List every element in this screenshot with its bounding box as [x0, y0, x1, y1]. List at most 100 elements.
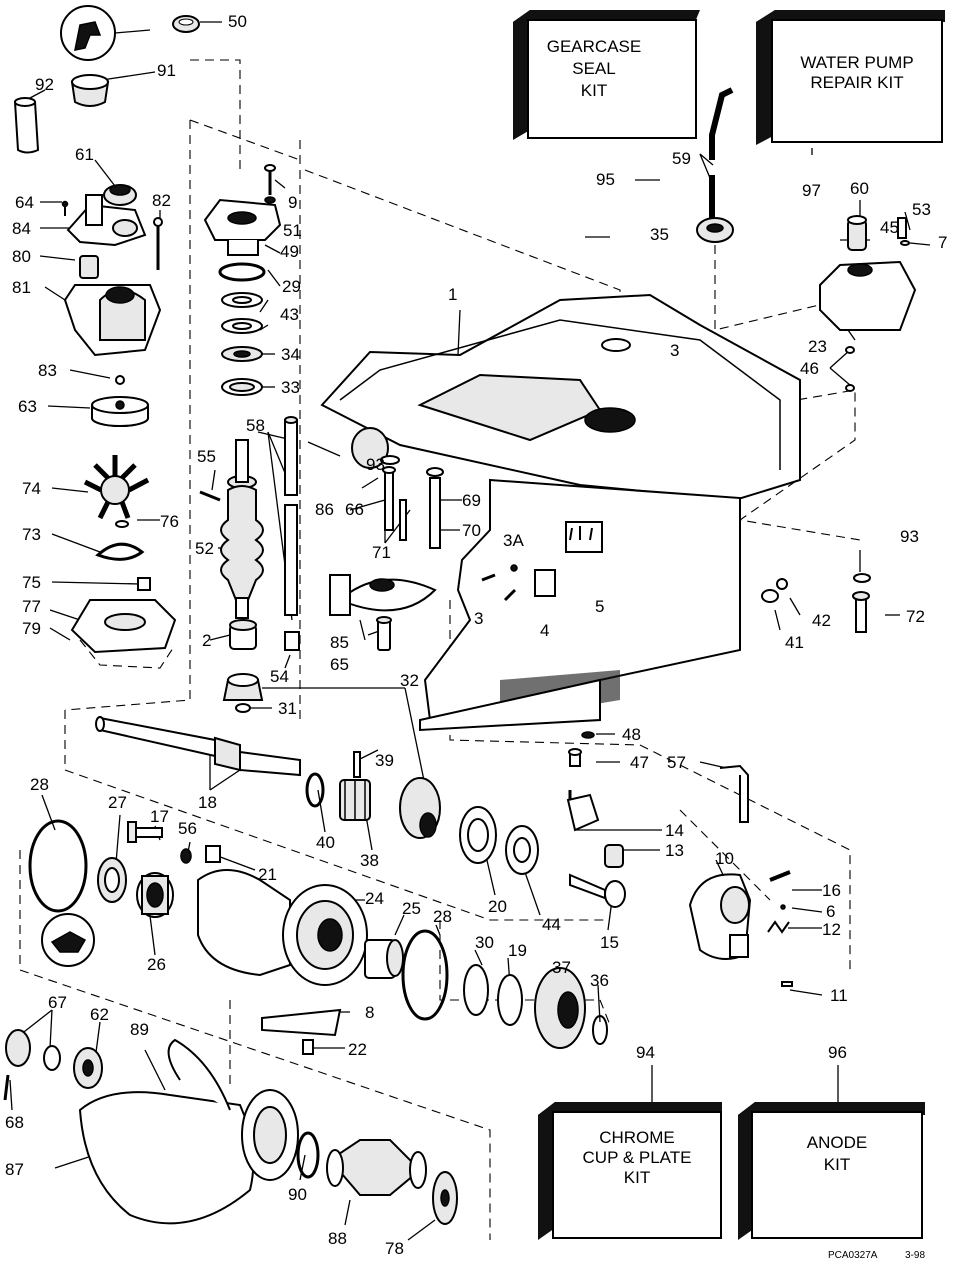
- washer-46b: [845, 384, 855, 392]
- label-80: 80: [12, 247, 31, 266]
- label-52: 52: [195, 539, 214, 558]
- shaft-15: [569, 873, 626, 908]
- washer-93a: [380, 455, 400, 465]
- label-47: 47: [630, 753, 649, 772]
- shims-43: [221, 292, 263, 334]
- label-73: 73: [22, 525, 41, 544]
- label-78: 78: [385, 1239, 404, 1258]
- bearing-25: [364, 939, 404, 979]
- pin-16: [769, 870, 791, 882]
- label-30: 30: [475, 933, 494, 952]
- spring-40: [305, 772, 325, 808]
- label-74: 74: [22, 479, 41, 498]
- label-3A: 3A: [503, 531, 524, 550]
- cover-10: [688, 873, 752, 960]
- label-60: 60: [850, 179, 869, 198]
- bearing-26: [136, 872, 174, 918]
- label-86: 86: [315, 500, 334, 519]
- label-45: 45: [880, 218, 899, 237]
- liner-80: [79, 255, 99, 279]
- label-7: 7: [938, 233, 947, 252]
- label-15: 15: [600, 933, 619, 952]
- plug-86: [351, 427, 389, 469]
- detent-13: [604, 844, 624, 868]
- bearing-2: [229, 619, 257, 650]
- label-63: 63: [18, 397, 37, 416]
- label-37: 37: [552, 958, 571, 977]
- label-41: 41: [785, 633, 804, 652]
- label-39: 39: [375, 751, 394, 770]
- anode-kit-line1: ANODE: [807, 1133, 867, 1152]
- label-67: 67: [48, 993, 67, 1012]
- washer-51: [264, 196, 276, 204]
- part-labels: 50 91 92 61 64 82 84 80 81 83 63 74 76 7…: [5, 12, 947, 1261]
- washer-7: [900, 240, 910, 246]
- water-pump-kit-line1: WATER PUMP: [800, 53, 913, 72]
- plate-5: [534, 569, 556, 597]
- label-91: 91: [157, 61, 176, 80]
- thrust-washer-67: [5, 1029, 61, 1071]
- gasket-75: [137, 577, 151, 591]
- label-56: 56: [178, 819, 197, 838]
- label-64: 64: [15, 193, 34, 212]
- label-53: 53: [912, 200, 931, 219]
- label-1: 1: [448, 285, 457, 304]
- decal-part-27: [41, 913, 95, 967]
- label-54: 54: [270, 667, 289, 686]
- nut-31: [235, 703, 251, 713]
- label-13: 13: [665, 841, 684, 860]
- gearcase-housing-1: [320, 293, 801, 732]
- ring-36: [592, 1015, 608, 1045]
- gear-37: [534, 967, 586, 1049]
- label-88: 88: [328, 1229, 347, 1248]
- label-92: 92: [35, 75, 54, 94]
- diagram-date: 3-98: [905, 1250, 925, 1261]
- label-77: 77: [22, 597, 41, 616]
- label-97: 97: [802, 181, 821, 200]
- gear-32: [399, 777, 441, 839]
- pump-body-23: [819, 217, 917, 331]
- plate-8: [261, 1008, 342, 1037]
- label-16: 16: [822, 881, 841, 900]
- coupler-54: [284, 631, 300, 651]
- label-4: 4: [540, 621, 549, 640]
- tube-59: [709, 87, 734, 235]
- label-93a: 93: [366, 455, 385, 474]
- label-8: 8: [365, 1003, 374, 1022]
- label-20: 20: [488, 897, 507, 916]
- stud-71: [399, 499, 407, 541]
- label-82: 82: [152, 191, 171, 210]
- label-38: 38: [360, 851, 379, 870]
- label-68: 68: [5, 1113, 24, 1132]
- label-24: 24: [365, 889, 384, 908]
- grommet-91: [70, 74, 110, 107]
- label-44: 44: [542, 915, 561, 934]
- label-55: 55: [197, 447, 216, 466]
- chrome-cup-kit-box: CHROME CUP & PLATE KIT: [538, 1102, 722, 1240]
- screw-3: [481, 573, 496, 582]
- ring-90: [296, 1131, 320, 1179]
- label-28-left: 28: [30, 775, 49, 794]
- label-96: 96: [828, 1043, 847, 1062]
- shim-30: [463, 964, 489, 1016]
- retainer-21: [205, 845, 221, 863]
- label-75: 75: [22, 573, 41, 592]
- propeller-shaft-18: [95, 716, 301, 777]
- label-42: 42: [812, 611, 831, 630]
- label-87: 87: [5, 1160, 24, 1179]
- label-58: 58: [246, 416, 265, 435]
- label-10: 10: [715, 849, 734, 868]
- washer-93b: [853, 573, 871, 583]
- clutch-38: [339, 779, 371, 821]
- label-71: 71: [372, 543, 391, 562]
- chrome-cup-kit-line2: CUP & PLATE: [583, 1148, 692, 1167]
- label-65: 65: [330, 655, 349, 674]
- label-21: 21: [258, 865, 277, 884]
- anode-kit-line2: KIT: [824, 1155, 850, 1174]
- label-23: 23: [808, 337, 827, 356]
- label-2: 2: [202, 631, 211, 650]
- gearcase-seal-kit-line3: KIT: [581, 81, 607, 100]
- washer-69: [426, 467, 444, 477]
- label-36: 36: [590, 971, 609, 990]
